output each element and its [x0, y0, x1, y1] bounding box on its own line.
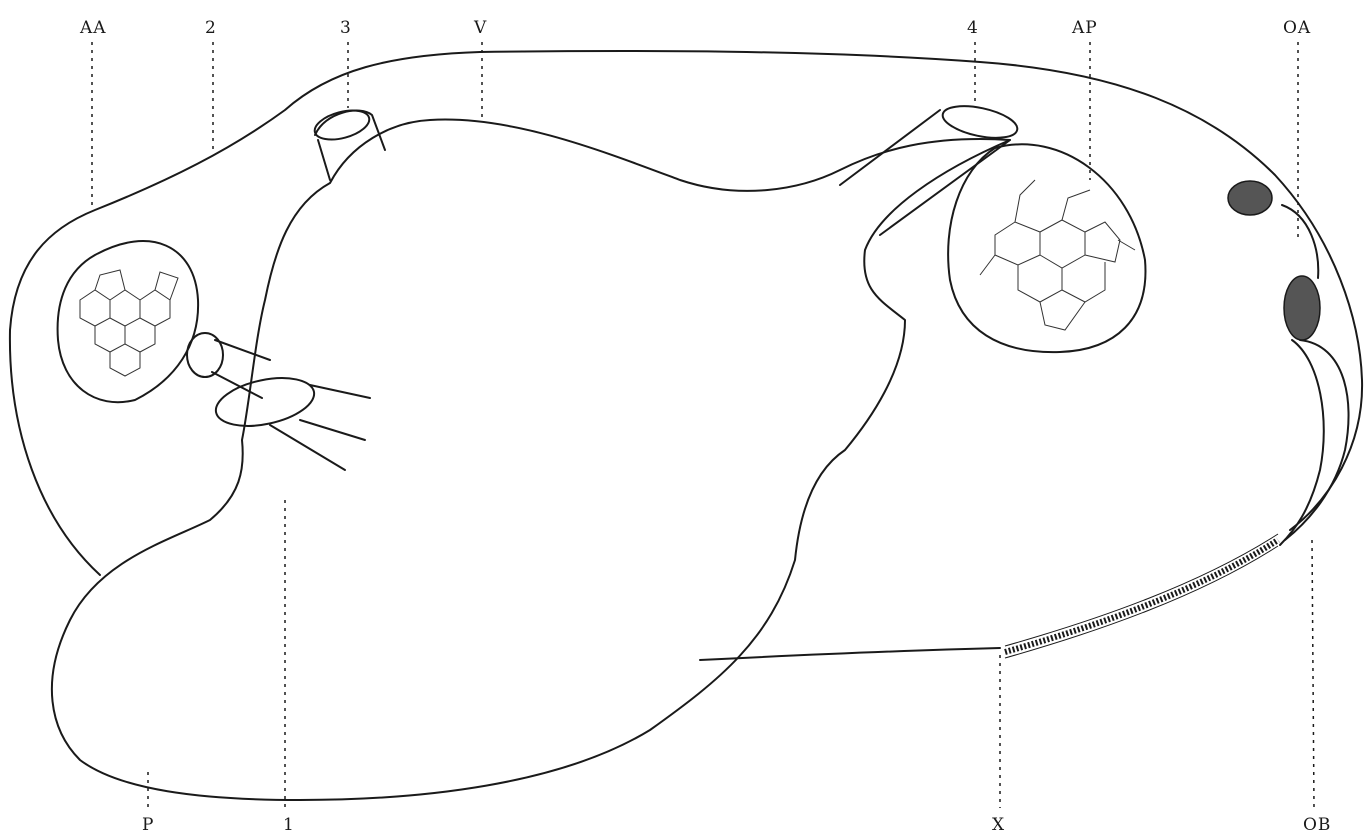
muscle-2-band	[212, 340, 270, 398]
muscle-1-band	[270, 385, 370, 470]
siphon-inner	[1280, 340, 1324, 545]
leader-lines	[92, 42, 1314, 808]
muscle-4-band	[840, 110, 1010, 235]
oa-hatched-organ	[1228, 181, 1272, 215]
label-aa: AA	[80, 18, 107, 38]
label-ob: OB	[1303, 815, 1331, 835]
posterior-adductor-scar	[948, 144, 1145, 352]
muscle-2-stub	[187, 333, 223, 377]
label-ap: AP	[1072, 18, 1098, 38]
ob-hatched-organ	[1284, 276, 1320, 340]
leader-ob	[1312, 540, 1314, 808]
ventral-striated-band	[1005, 534, 1278, 658]
label-x: X	[992, 815, 1005, 835]
anterior-adductor-scar	[58, 241, 199, 402]
label-3: 3	[340, 18, 352, 38]
muscle-3-stub	[315, 111, 385, 180]
muscle-4-cut-end	[940, 100, 1020, 143]
body-mass-outline	[52, 120, 1010, 800]
label-2: 2	[205, 18, 217, 38]
label-oa: OA	[1283, 18, 1311, 38]
label-4: 4	[967, 18, 979, 38]
aa-reticulation	[80, 270, 178, 376]
label-1: 1	[283, 815, 295, 835]
label-p: P	[142, 815, 154, 835]
label-v: V	[474, 18, 487, 38]
ap-reticulation	[980, 180, 1135, 330]
outer-shell-outline	[10, 51, 1362, 575]
